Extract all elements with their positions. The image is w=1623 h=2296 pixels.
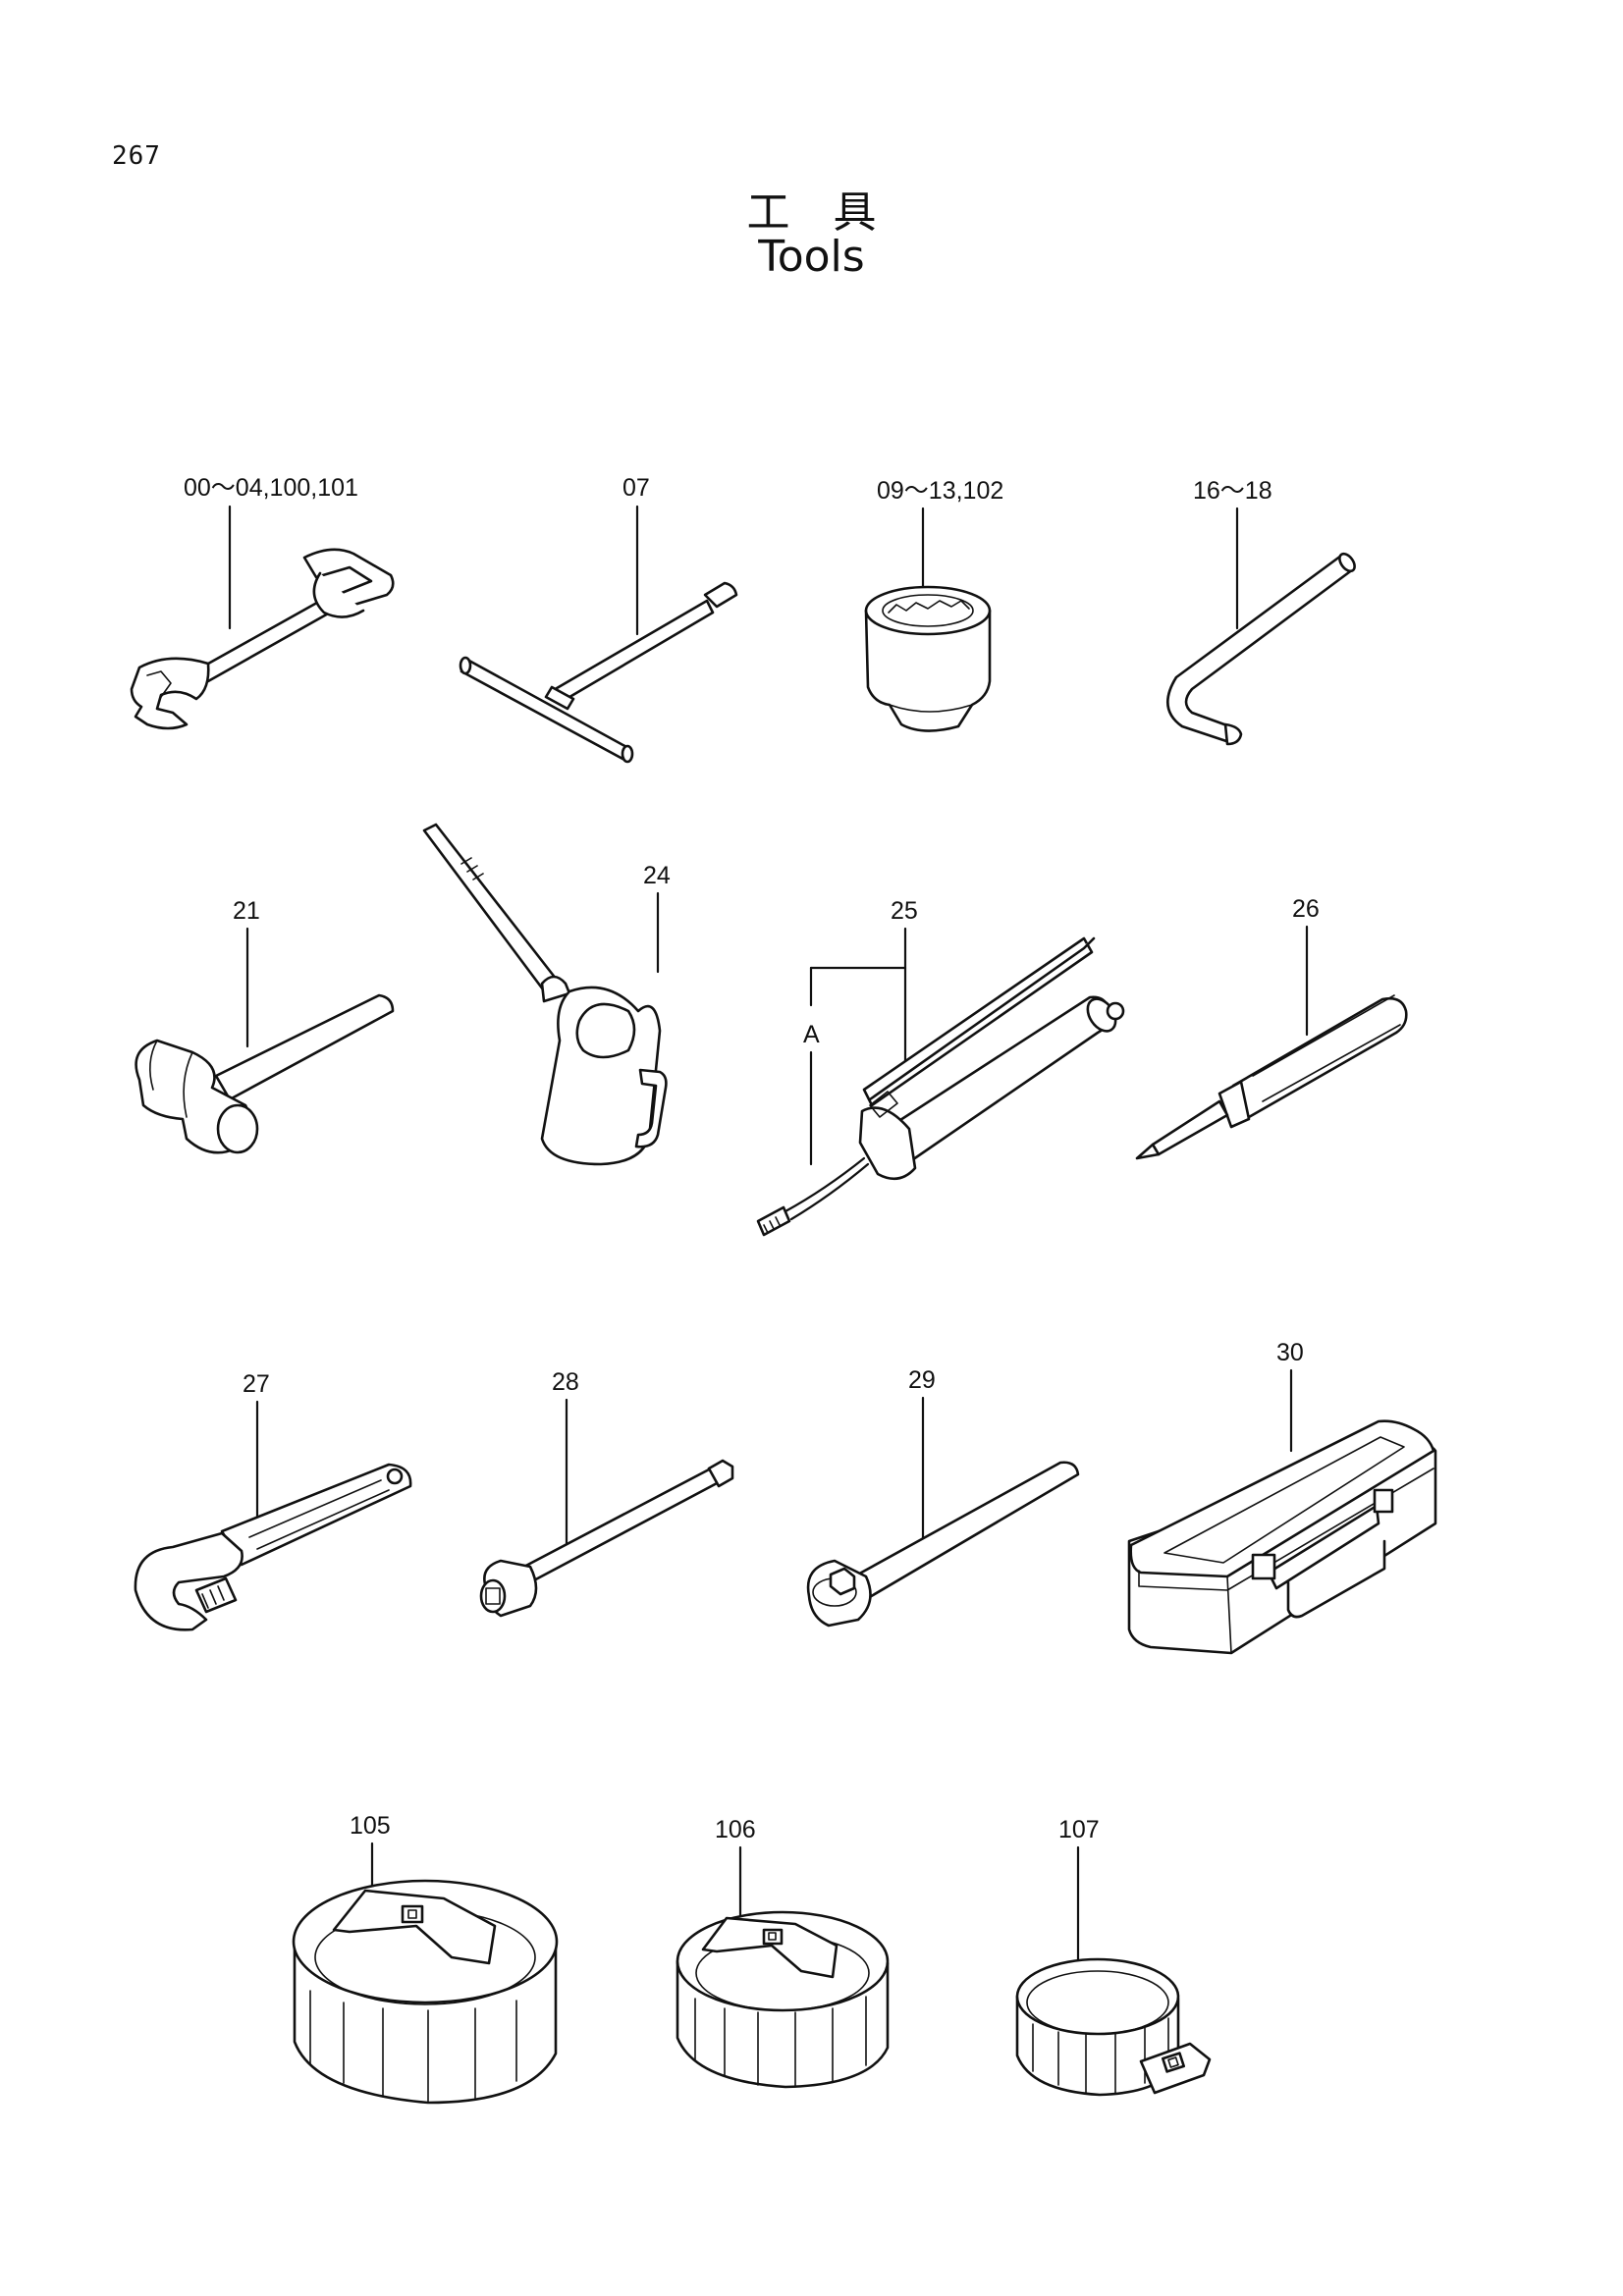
filter-wrench-strap-part-label: 107 xyxy=(1058,1816,1100,1843)
spanner-part-label: 00～04,100,101 xyxy=(184,474,358,502)
hex-key-part-label: 16～18 xyxy=(1193,477,1272,505)
ratchet-handle-illustration: 29 xyxy=(806,1366,1080,1628)
page-number: 267 xyxy=(112,141,161,171)
socket-part-label: 09～13,102 xyxy=(877,477,1003,505)
grease-gun-illustration: 25 A xyxy=(756,897,1125,1237)
tool-box-illustration: 30 xyxy=(1127,1339,1437,1655)
hex-key-illustration: 16～18 xyxy=(1166,477,1356,746)
hammer-illustration: 21 xyxy=(135,897,395,1154)
screwdriver-part-label: 26 xyxy=(1292,895,1320,923)
extension-bar-illustration: 28 xyxy=(479,1368,734,1618)
t-wrench-illustration: 07 xyxy=(459,474,738,764)
t-wrench-part-label: 07 xyxy=(622,474,650,502)
filter-wrench-medium-part-label: 106 xyxy=(715,1816,756,1843)
grease-gun-sub-label: A xyxy=(803,1021,820,1048)
oil-can-part-label: 24 xyxy=(643,862,671,889)
grease-gun-part-label: 25 xyxy=(891,897,918,925)
adjustable-wrench-part-label: 27 xyxy=(243,1370,270,1398)
adjustable-wrench-illustration: 27 xyxy=(134,1370,412,1631)
filter-wrench-large-part-label: 105 xyxy=(350,1812,391,1840)
socket-illustration: 09～13,102 xyxy=(864,477,1003,732)
filter-wrench-strap-illustration: 107 xyxy=(1015,1816,1212,2097)
page-title-japanese: 工 具 xyxy=(746,187,877,238)
page-title: Tools xyxy=(758,232,865,282)
extension-bar-part-label: 28 xyxy=(552,1368,579,1396)
hammer-part-label: 21 xyxy=(233,897,260,925)
filter-wrench-large-illustration: 105 xyxy=(292,1812,559,2105)
oil-can-illustration: 24 xyxy=(422,823,671,1166)
spanner-illustration: 00～04,100,101 xyxy=(130,474,395,730)
ratchet-handle-part-label: 29 xyxy=(908,1366,936,1394)
screwdriver-illustration: 26 xyxy=(1135,895,1408,1160)
tool-box-part-label: 30 xyxy=(1276,1339,1304,1366)
filter-wrench-medium-illustration: 106 xyxy=(676,1816,890,2089)
